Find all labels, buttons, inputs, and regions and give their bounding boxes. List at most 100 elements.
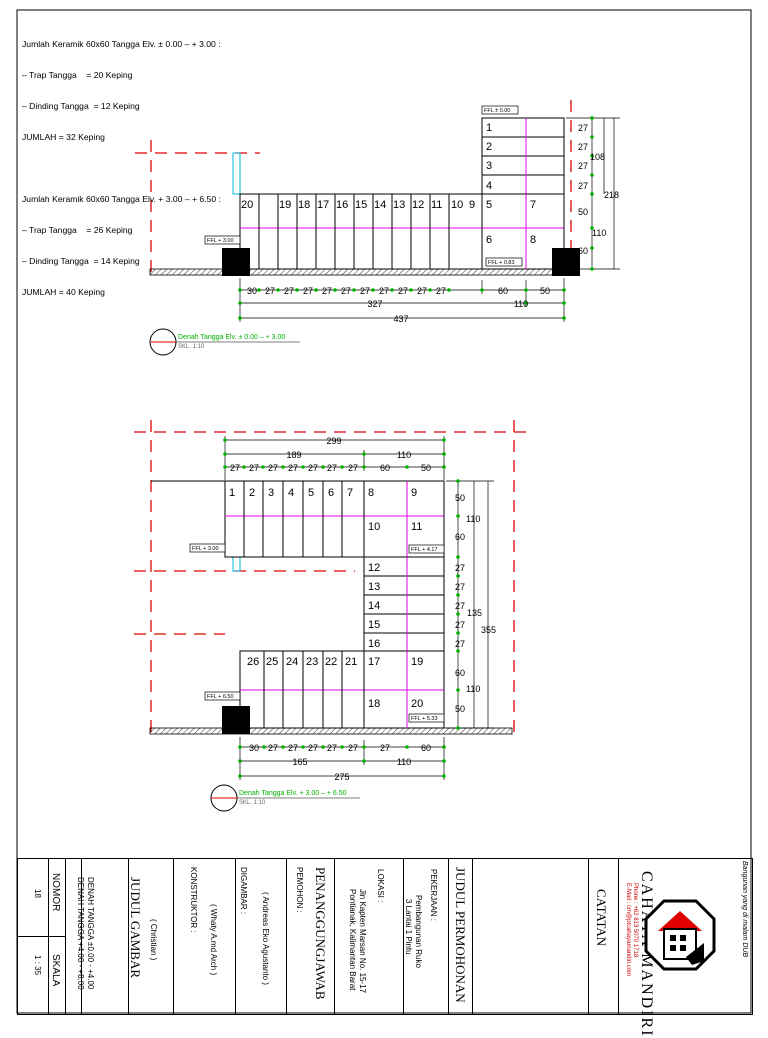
svg-text:20: 20	[411, 698, 423, 710]
step-label: 7	[530, 199, 536, 211]
svg-text:25: 25	[266, 656, 278, 668]
plan-title: Denah Tangga Elv. ± 0.00 – + 3.00	[178, 334, 285, 341]
pekerjaan-line-1: Pembangunan Ruko	[414, 895, 423, 968]
step-label: 19	[279, 199, 291, 211]
drawing-title-2: DENAH TANGGA +4.00 - +8.00	[76, 877, 85, 990]
ffl-label: FFL + 5.33	[411, 716, 438, 722]
svg-text:27: 27	[360, 286, 370, 296]
note-line: Jumlah Keramik 60x60 Tangga Elv. ± 0.00 …	[22, 38, 221, 49]
svg-text:27: 27	[327, 463, 337, 473]
svg-text:60: 60	[455, 668, 465, 678]
step-label: 11	[431, 199, 442, 211]
plan-scale: SKL. 1:10	[178, 344, 205, 350]
svg-text:27: 27	[398, 286, 408, 296]
svg-text:27: 27	[288, 463, 298, 473]
note-line: – Dinding Tangga = 12 Keping	[22, 101, 140, 112]
pekerjaan-line-2: 3 Lantai 1 Pintu	[404, 899, 413, 955]
svg-text:60: 60	[578, 246, 588, 256]
lokasi-label: LOKASI :	[376, 869, 385, 903]
step-labels: 1 2 3 4 5 6 7 8 9 10 11 12 13 14 15 16 1…	[229, 487, 423, 710]
svg-text:27: 27	[380, 743, 390, 753]
svg-text:27: 27	[348, 743, 358, 753]
digambar-label: DIGAMBAR :	[239, 867, 248, 915]
ffl-label: FFL + 3.00	[207, 238, 234, 244]
plan-scale: SKL. 1:10	[239, 800, 266, 806]
svg-text:110: 110	[397, 450, 411, 460]
step-label: 14	[374, 199, 386, 211]
step-label: 1	[486, 122, 492, 134]
svg-text:437: 437	[393, 314, 408, 324]
svg-text:15: 15	[368, 619, 380, 631]
svg-text:50: 50	[421, 463, 431, 473]
svg-text:30: 30	[247, 286, 257, 296]
dimension-text: 30 27 27 27 27 27 27 60 165 110 275	[249, 743, 431, 782]
company-phone: Phone : +62 813 5070 1718	[632, 883, 638, 958]
lokasi-line-2: Pontianak, Kalimantan Barat	[348, 889, 357, 991]
svg-text:24: 24	[286, 656, 298, 668]
svg-text:27: 27	[417, 286, 427, 296]
svg-text:27: 27	[308, 463, 318, 473]
step-label: 20	[241, 199, 253, 211]
svg-text:27: 27	[436, 286, 446, 296]
svg-text:8: 8	[368, 487, 374, 499]
svg-text:110: 110	[397, 757, 411, 767]
svg-text:60: 60	[498, 286, 508, 296]
plan-2: 1 2 3 4 5 6 7 8 9 10 11 12 13 14 15 16 1…	[134, 420, 530, 812]
step-label: 4	[486, 180, 492, 192]
sheet-border	[16, 9, 752, 1014]
svg-text:50: 50	[540, 286, 550, 296]
svg-text:110: 110	[466, 684, 480, 694]
step-label: 3	[486, 160, 492, 172]
svg-text:27: 27	[303, 286, 313, 296]
note-line: – Trap Tangga = 26 Keping	[22, 224, 133, 235]
svg-text:50: 50	[455, 704, 465, 714]
svg-text:27: 27	[455, 582, 465, 592]
skala-label: SKALA	[50, 954, 61, 987]
svg-text:9: 9	[411, 487, 417, 499]
lokasi-line-1: Jln Kapten Marsan No. 15-17	[358, 889, 367, 994]
svg-text:60: 60	[421, 743, 431, 753]
svg-text:27: 27	[455, 639, 465, 649]
svg-text:27: 27	[268, 743, 278, 753]
svg-text:19: 19	[411, 656, 423, 668]
digambar-name: ( Whaty A.md Arch )	[209, 904, 218, 976]
svg-text:14: 14	[368, 600, 380, 612]
ffl-label: FFL + 3.00	[192, 546, 219, 552]
svg-text:26: 26	[247, 656, 259, 668]
svg-text:18: 18	[368, 698, 380, 710]
svg-text:110: 110	[514, 299, 528, 309]
svg-text:4: 4	[288, 487, 294, 499]
svg-text:3: 3	[268, 487, 274, 499]
step-label: 17	[317, 199, 329, 211]
dimension-text: 299 189 110 27 27 27 27 27 27 27 60 50	[230, 436, 431, 473]
svg-text:13: 13	[368, 581, 380, 593]
svg-text:12: 12	[368, 562, 380, 574]
dimension-text: 30 27 27 27 27 27 27 27 27 27 27 60 50 3…	[247, 286, 550, 324]
dimension-lines	[239, 278, 565, 322]
svg-text:355: 355	[481, 625, 496, 635]
pemohon-name: ( Andreas Eko Agustanto )	[261, 892, 270, 985]
stair-flight	[239, 193, 565, 270]
svg-text:27: 27	[348, 463, 358, 473]
svg-text:110: 110	[466, 514, 480, 524]
svg-text:27: 27	[322, 286, 332, 296]
company-logo	[644, 899, 716, 971]
step-label: 15	[355, 199, 367, 211]
svg-text:23: 23	[306, 656, 318, 668]
title-block: 18 1 : 35 NOMOR SKALA DENAH TANGGA ±0.00…	[17, 858, 753, 1038]
dimension-text: 27 27 27 27 50 110 60 108 218	[578, 123, 619, 256]
step-label: 8	[530, 234, 536, 246]
konstruktor-label: KONSTRUKTOR :	[189, 867, 198, 933]
ffl-label: FFL + 0.83	[488, 260, 515, 266]
svg-text:27: 27	[578, 181, 588, 191]
svg-text:299: 299	[326, 436, 341, 446]
plan-1: 1 2 3 4 5 6 7 8 9 10 11 12 13 14 15 16 1…	[135, 100, 620, 356]
svg-text:27: 27	[578, 161, 588, 171]
step-label: 16	[336, 199, 348, 211]
svg-text:6: 6	[328, 487, 334, 499]
svg-text:10: 10	[368, 521, 380, 533]
svg-text:22: 22	[325, 656, 337, 668]
svg-text:27: 27	[288, 743, 298, 753]
svg-text:5: 5	[308, 487, 314, 499]
